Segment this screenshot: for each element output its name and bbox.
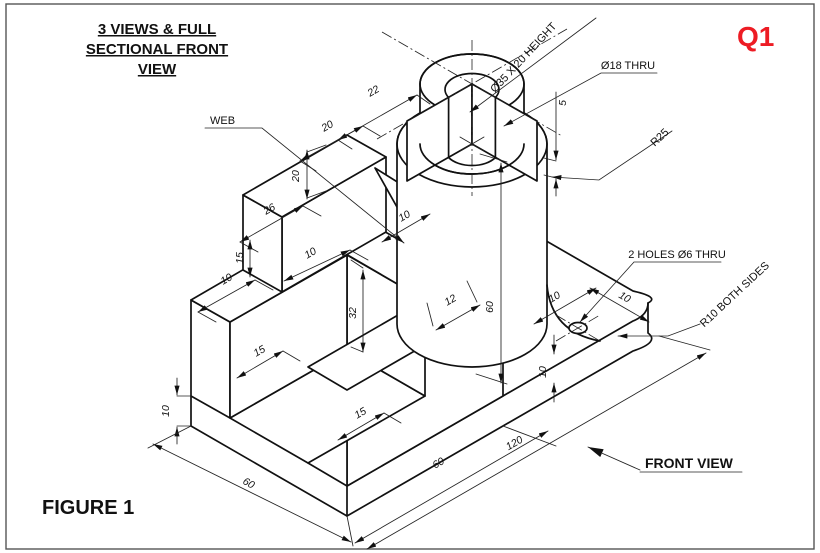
dim-10-step: 10 [197,271,274,323]
dim-60-front-left: 60 [147,425,354,547]
dim-15-step: 15 [234,239,253,278]
dim-12-text: 12 [442,292,458,308]
dim-15-step-text: 15 [234,252,246,264]
dim-15-left-wall-text: 15 [251,343,267,359]
title-line-3: VIEW [138,61,177,78]
dim-10-hole-side-text: 10 [616,289,632,305]
dim-60-front-left-text: 60 [240,475,256,491]
dim-22-text: 22 [365,83,382,100]
dim-15-left-wall: 15 [236,343,301,379]
dimensions: 22 20 20 26 15 10 10 [147,83,711,550]
dim-10-base-right: 10 [537,334,557,403]
title-line-1: 3 VIEWS & FULL [98,21,216,38]
dim-5-top: 5 [543,91,569,197]
hole-bottom-arc [447,156,497,167]
dim-10-slot-text: 10 [302,245,318,261]
dim-10-base-left: 10 [160,377,192,445]
title-line-2: SECTIONAL FRONT [86,41,228,58]
front-view-label: FRONT VIEW [645,455,734,471]
top-hole-label: Ø18 THRU [601,60,655,72]
notch-center-mark [459,136,485,152]
dim-32: 32 [347,259,366,353]
dim-10-hole-front: 10 [533,287,597,325]
dim-12: 12 [426,280,481,331]
base-holes-callout: 2 HOLES Ø6 THRU [579,249,726,323]
dim-20-top-text: 20 [319,118,336,135]
dim-10-web: 10 [381,208,431,243]
dim-10-hole-side: 10 [589,287,650,323]
dim-10-slot: 10 [283,245,369,282]
dim-5-top-text: 5 [557,100,569,106]
base-holes-label: 2 HOLES Ø6 THRU [628,249,726,261]
dim-10-step-text: 10 [218,271,234,287]
boss [406,53,538,182]
top-hole-callout: Ø18 THRU [503,60,658,127]
front-view-callout: FRONT VIEW [587,446,743,473]
web-label: WEB [210,115,235,127]
base-hole [555,314,601,342]
dim-15-right-wall-text: 15 [352,405,368,421]
question-number: Q1 [737,21,774,52]
web-callout: WEB [204,115,405,244]
title-block: 3 VIEWS & FULL SECTIONAL FRONT VIEW [86,21,228,78]
dim-20-height-text: 20 [290,170,302,183]
dim-10-base-right-text: 10 [537,366,549,378]
dim-32-text: 32 [347,307,359,319]
dim-20-height: 20 [290,144,327,200]
dim-60-cylinder-text: 60 [484,301,496,313]
dim-10-web-text: 10 [396,208,412,224]
dim-20-top: 20 [299,118,381,172]
dim-10-hole-front-text: 10 [546,289,562,305]
dim-120: 120 [366,335,711,550]
dim-10-base-left-text: 10 [160,405,172,417]
centerlines [376,28,568,196]
boss-centerline-y [381,31,563,137]
figure-label: FIGURE 1 [42,497,134,519]
dim-26-text: 26 [261,201,278,218]
